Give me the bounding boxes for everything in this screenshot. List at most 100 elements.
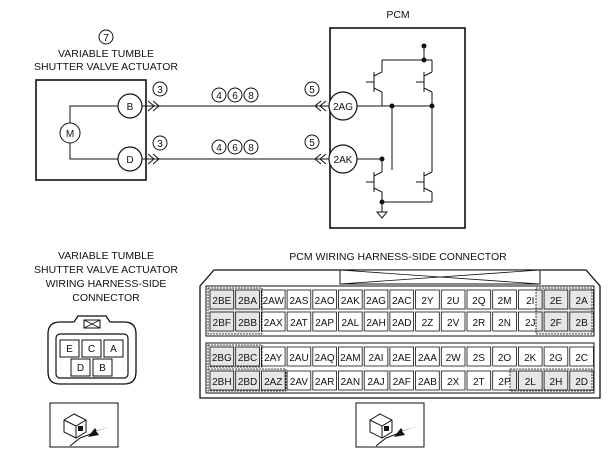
wire-label-right-top: 5 [309,85,315,96]
pcm-terminal-cell [389,289,414,310]
actuator-connector-face: E C A D B [47,315,137,385]
connector-chevron-icon [314,100,327,112]
connector-pin-c [81,339,102,358]
pcm-terminal-label: 2AF [393,377,411,388]
pcm-terminal-label: 2AA [418,353,437,364]
pcm-terminal-label: 2Q [472,296,486,307]
connector-view-icon [355,402,425,448]
wire-label-mid-top-1: 4 [216,91,222,102]
actuator-title-line1: VARIABLE TUMBLE [58,48,154,60]
pcm-terminal-cell [312,346,337,367]
pcm-terminal-label: 2AB [418,377,437,388]
pcm-terminal-cell [415,370,440,391]
pcm-terminal-label: 2BD [238,377,257,388]
pcm-terminal-cell [338,370,363,391]
pcm-terminal-label: 2K [524,353,537,364]
pcm-terminal-cell [312,370,337,391]
pcm-terminal-cell [492,370,517,391]
pcm-terminal-cell [260,370,286,391]
pcm-terminal-cell [235,346,260,367]
transistor-bridge-icon [357,43,435,219]
connector-pin-d [70,358,91,377]
connector-view-icon [49,402,119,448]
pcm-terminal-cell [338,346,363,367]
pcm-terminal-label: 2AW [263,296,285,307]
pcm-terminal-label: 2AO [315,296,335,307]
pcm-terminal-cell [389,370,414,391]
pcm-terminal-cell [518,289,543,310]
pcm-terminal-cell [415,289,440,310]
pcm-terminal-label: 2Y [421,296,434,307]
pcm-terminal-cell [286,370,312,391]
pcm-terminal-cell [312,311,337,332]
actuator-box: M B D [35,79,147,181]
wire-label-left-bottom: 3 [157,139,163,150]
wire-label-right-bottom: 5 [309,138,315,149]
pcm-terminal-cell [209,346,235,367]
pcm-terminal-label: 2AX [264,318,283,329]
actuator-connector-title-line2: SHUTTER VALVE ACTUATOR [34,264,178,276]
pcm-terminal-label: 2AS [289,296,308,307]
pcm-terminal-cell [235,311,260,332]
pcm-terminal-cell [363,370,389,391]
pcm-terminal-label: 2BB [238,318,257,329]
motor-icon: M [59,122,81,144]
pcm-terminal-label: 2F [550,318,562,329]
svg-text:2AK: 2AK [334,155,353,166]
actuator-number: 7 [103,32,109,44]
pcm-terminal-cell [389,311,414,332]
pcm-terminal-label: 2U [447,296,460,307]
pcm-terminal-cell [286,311,312,332]
pcm-terminal-cell [466,370,492,391]
pcm-terminal-cell [518,370,543,391]
pcm-terminal-label: 2R [472,318,485,329]
pcm-terminal-label: 2AY [264,353,282,364]
pcm-terminal-cell [569,370,594,391]
pcm-terminal-cell [492,346,517,367]
pcm-terminal-label: 2AI [369,353,384,364]
pcm-terminal-label: 2I [526,296,534,307]
wire-label-mid-top-3: 8 [248,91,254,102]
pcm-terminal-label: 2S [473,353,486,364]
pcm-terminal-label: 2J [525,318,536,329]
pcm-terminal-label: 2BC [238,353,257,364]
pcm-terminal-label: 2B [576,318,589,329]
pcm-terminal-label: 2N [498,318,511,329]
actuator-connector-title: VARIABLE TUMBLE SHUTTER VALVE ACTUATOR W… [34,250,178,304]
pcm-terminal-cell [492,289,517,310]
pcm-terminal-label: 2E [550,296,563,307]
pcm-terminal-label: 2C [575,353,588,364]
pcm-connector-title: PCM WIRING HARNESS-SIDE CONNECTOR [289,251,507,263]
pcm-terminal-cell [543,370,569,391]
pcm-terminal-cell [312,289,337,310]
pcm-terminal-label: 2O [498,353,512,364]
pcm-terminal-cell [209,311,235,332]
actuator-connector-title-line4: CONNECTOR [72,292,140,304]
svg-text:D: D [126,155,133,166]
svg-text:B: B [99,363,106,374]
pcm-terminal-cell [363,289,389,310]
pcm-terminal-label: 2BE [212,296,231,307]
actuator-pin-d: D [117,146,143,172]
wire-label-mid-bottom-1: 4 [216,143,222,154]
pcm-terminal-cell [363,311,389,332]
pcm-pin-2ag: 2AG [328,91,358,121]
pcm-terminal-cell [518,311,543,332]
connector-pin-e [59,339,80,358]
pcm-terminal-label: 2Z [422,318,434,329]
pcm-box: 2AG 2AK [328,27,466,229]
pcm-terminal-cell [363,346,389,367]
pcm-terminal-cell [209,289,235,310]
pcm-terminal-label: 2AC [392,296,411,307]
pcm-pin-2ak: 2AK [328,144,358,174]
pcm-terminal-label: 2AH [366,318,385,329]
pcm-terminal-cell [209,370,235,391]
pcm-title: PCM [386,9,409,21]
pcm-terminal-label: 2M [498,296,512,307]
svg-text:M: M [66,129,74,140]
pcm-terminal-cell [415,311,440,332]
pcm-terminal-label: 2AK [341,296,360,307]
pcm-terminal-label: 2H [550,377,563,388]
